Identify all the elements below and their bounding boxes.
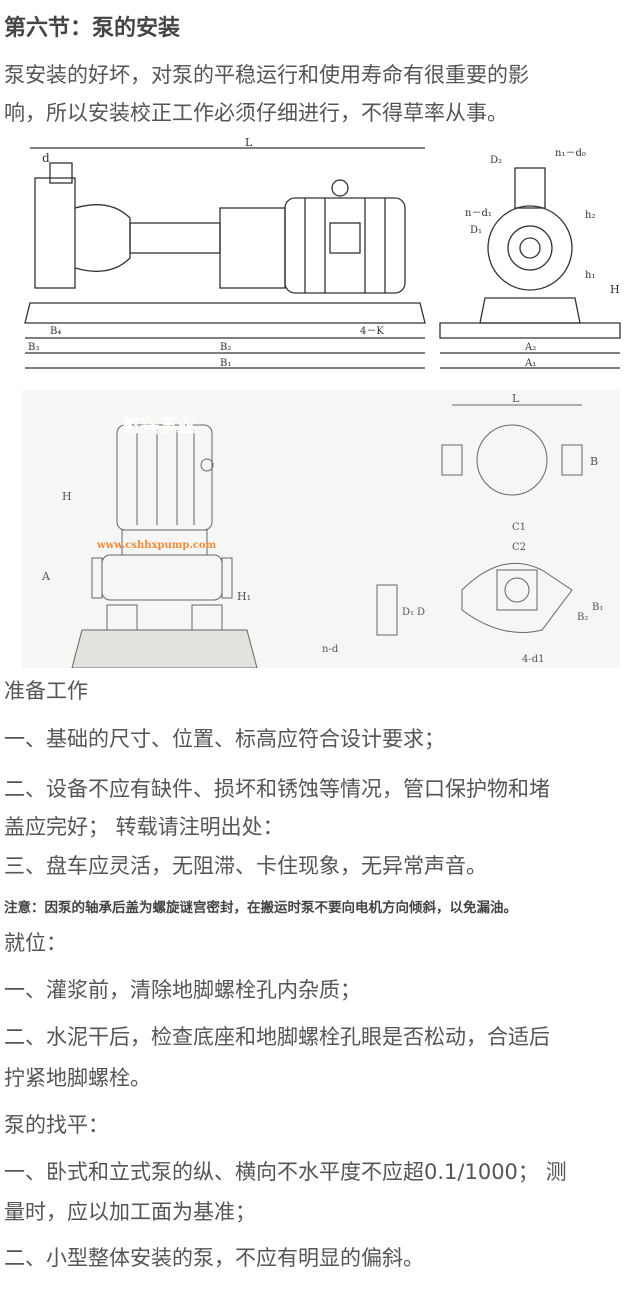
label-H: H — [62, 490, 72, 503]
watermark-logo: 虹兴泵业 — [123, 415, 195, 437]
label-B2: B₂ — [220, 342, 231, 353]
page-title: 第六节：泵的安装 — [4, 16, 181, 41]
label-D1: D₁ — [470, 225, 482, 236]
label-C1: C1 — [512, 522, 526, 533]
label-B1: B₁ — [220, 358, 231, 369]
top-view-motor — [476, 424, 548, 496]
base-frame — [24, 302, 426, 324]
prep-item-1: 一、基础的尺寸、位置、标高应符合设计要求； — [4, 727, 445, 751]
side-volute — [487, 205, 573, 291]
label-C2: C2 — [512, 542, 526, 553]
vertical-pump-drawing: H A H₁ 虹兴泵业 www.cshhxpump.com L B C1 C2 … — [22, 390, 620, 668]
side-base — [439, 322, 621, 339]
label-n1d0: n₁－d₀ — [555, 148, 586, 159]
label-H: H — [610, 283, 620, 296]
pos-item-2: 二、水泥干后，检查底座和地脚螺栓孔眼是否松动，合适后 — [4, 1025, 550, 1049]
pump-casing — [34, 177, 76, 289]
note: 注意：因泵的轴承后盖为螺旋谜宫密封，在搬运时泵不要向电机方向倾斜，以免漏油。 — [4, 900, 517, 916]
label-B4: B₄ — [50, 326, 61, 337]
level-item-2: 二、小型整体安装的泵，不应有明显的偏斜。 — [4, 1246, 424, 1270]
label-nd1: n－d₁ — [465, 208, 492, 219]
intro-line-1: 泵安装的好坏，对泵的平稳运行和使用寿命有很重要的影 — [4, 63, 529, 87]
label-4d1: 4-d1 — [522, 654, 545, 665]
level-item-1: 一、卧式和立式泵的纵、横向不水平度不应超0.1/1000； 测 — [4, 1160, 567, 1184]
horizontal-pump-drawing: L d B₄ B₃ B₂ B₁ 4－K D₂ n₁－d₀ n－d₁ D₁ h₂ … — [24, 138, 621, 369]
motor — [284, 197, 406, 294]
prep-item-3: 三、盘车应灵活，无阻滞、卡住现象，无异常声音。 — [4, 854, 487, 878]
label-D2: D₂ — [490, 155, 502, 166]
label-L: L — [512, 392, 520, 405]
label-D: D — [417, 607, 425, 618]
label-D1: D₁ — [402, 607, 414, 618]
flange-view — [376, 584, 398, 636]
pos-item-2-cont: 拧紧地脚螺栓。 — [4, 1066, 151, 1090]
label-A1: A₁ — [524, 358, 536, 369]
intro-line-2: 响，所以安装校正工作必须仔细进行，不得草率从事。 — [4, 101, 508, 125]
heading-positioning: 就位： — [4, 931, 67, 955]
label-nd: n-d — [322, 644, 339, 655]
prep-item-2-cont: 盖应完好； 转载请注明出处： — [4, 815, 284, 839]
heading-leveling: 泵的找平： — [4, 1113, 109, 1137]
label-H1: H₁ — [237, 590, 251, 603]
pos-item-1: 一、灌浆前，清除地脚螺栓孔内杂质； — [4, 978, 361, 1002]
label-B: B — [590, 455, 598, 468]
level-item-1-cont: 量时，应以加工面为基准； — [4, 1200, 256, 1224]
label-L: L — [245, 138, 253, 149]
prep-item-2: 二、设备不应有缺件、损坏和锈蚀等情况，管口保护物和堵 — [4, 777, 550, 801]
label-A2: A₂ — [524, 342, 536, 353]
foundation — [71, 629, 258, 668]
bearing-housing — [129, 222, 221, 254]
coupling-guard — [219, 207, 286, 289]
label-d: d — [42, 151, 50, 165]
label-h1: h₁ — [585, 270, 595, 281]
label-B1: B₁ — [592, 602, 603, 613]
watermark-url: www.cshhxpump.com — [96, 540, 217, 551]
heading-preparation: 准备工作 — [4, 679, 88, 703]
label-B3: B₃ — [28, 342, 39, 353]
label-h2: h₂ — [585, 210, 595, 221]
label-4K: 4－K — [360, 326, 384, 337]
bottom-view-casing — [461, 562, 573, 633]
label-B2: B₂ — [577, 612, 588, 623]
label-A: A — [41, 570, 51, 583]
